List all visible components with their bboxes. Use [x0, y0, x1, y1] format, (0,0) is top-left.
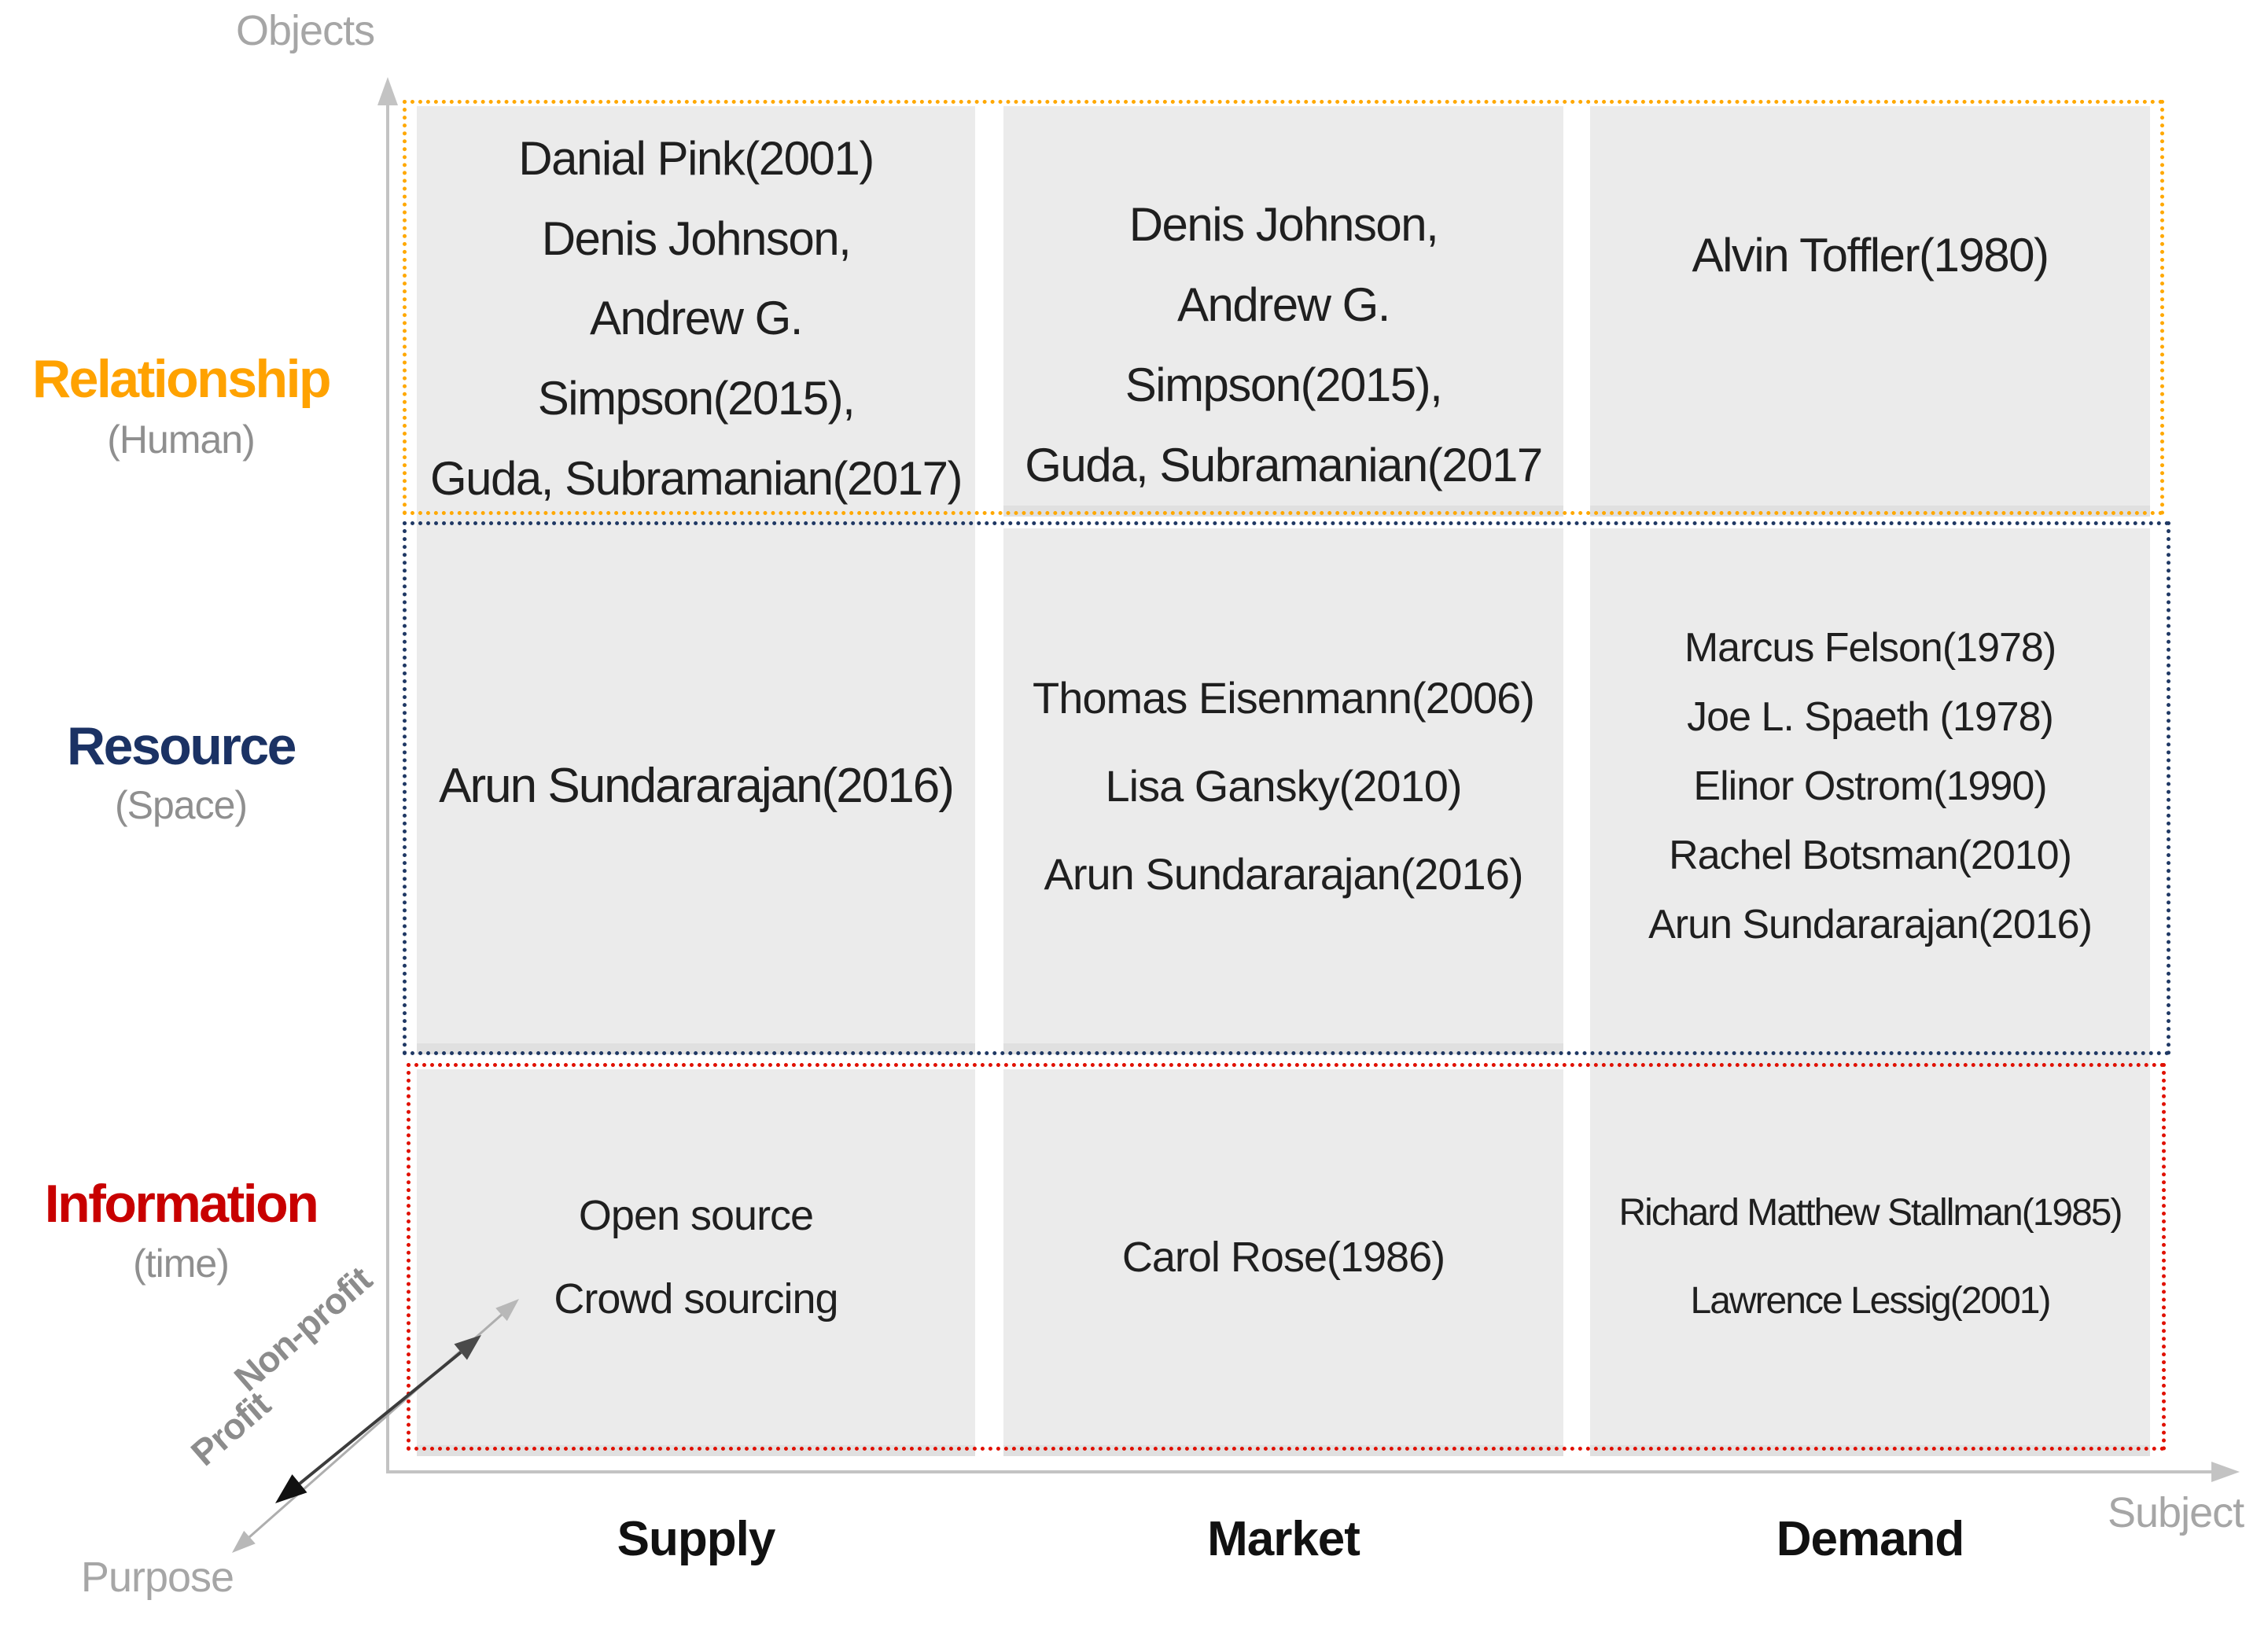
y-axis-arrow-icon: [377, 77, 398, 105]
citation: Guda, Subramanian(2017: [1025, 439, 1543, 491]
row-label-resource: Resource: [67, 716, 296, 776]
concept: Crowd sourcing: [554, 1275, 838, 1322]
purpose-axis-label: Purpose: [80, 1554, 234, 1601]
citation: Arun Sundararajan(2016): [1044, 848, 1524, 899]
column-label-market: Market: [1207, 1512, 1360, 1566]
citation: Marcus Felson(1978): [1684, 624, 2056, 671]
gray-arrowhead-icon: [495, 1299, 519, 1322]
citation: Denis Johnson,: [1128, 198, 1439, 251]
cell-resource-demand: Marcus Felson(1978) Joe L. Spaeth (1978)…: [1590, 528, 2150, 1149]
citation: Joe L. Spaeth (1978): [1687, 693, 2054, 740]
citation: Lawrence Lessig(2001): [1690, 1280, 2052, 1322]
citation: Arun Sundararajan(2016): [1648, 901, 2093, 947]
row-sublabel-time: (time): [133, 1242, 230, 1286]
citation: Thomas Eisenmann(2006): [1033, 672, 1535, 723]
x-axis-arrow-icon: [2211, 1462, 2240, 1482]
cell-information-market: Carol Rose(1986): [1003, 1069, 1563, 1456]
column-label-supply: Supply: [617, 1512, 776, 1566]
citation: Lisa Gansky(2010): [1105, 760, 1462, 811]
citation: Richard Matthew Stallman(1985): [1618, 1192, 2123, 1234]
column-label-demand: Demand: [1776, 1512, 1965, 1566]
y-axis-label: Objects: [236, 7, 375, 54]
citation: Arun Sundararajan(2016): [439, 759, 955, 813]
citation: Danial Pink(2001): [518, 132, 874, 186]
citation: Andrew G.: [590, 292, 803, 345]
cell-information-supply: Open source Crowd sourcing: [417, 1069, 975, 1456]
citation: Andrew G.: [1177, 278, 1390, 331]
gray-arrowhead-icon: [232, 1530, 256, 1553]
citation: Rachel Botsman(2010): [1669, 832, 2072, 878]
citation: Elinor Ostrom(1990): [1693, 763, 2047, 809]
black-arrowhead-icon: [275, 1474, 307, 1503]
x-axis-label: Subject: [2108, 1489, 2244, 1536]
dark-arrowhead-icon: [454, 1335, 481, 1360]
row-label-relationship: Relationship: [31, 349, 332, 409]
cell-relationship-market: Denis Johnson, Andrew G. Simpson(2015), …: [1003, 106, 1563, 517]
y-axis-line: [386, 102, 389, 1472]
cell-relationship-supply: Danial Pink(2001) Denis Johnson, Andrew …: [417, 106, 975, 542]
citation: Carol Rose(1986): [1121, 1234, 1445, 1281]
concept: Open source: [578, 1192, 814, 1239]
citation: Simpson(2015),: [537, 372, 856, 425]
citation: Alvin Toffler(1980): [1692, 228, 2049, 281]
citation: Denis Johnson,: [541, 212, 852, 265]
citation: Guda, Subramanian(2017): [430, 451, 963, 505]
row-sublabel-human: (Human): [107, 418, 255, 462]
row-sublabel-space: (Space): [114, 783, 248, 827]
cell-relationship-demand: Alvin Toffler(1980): [1590, 106, 2150, 517]
citation: Simpson(2015),: [1125, 359, 1443, 411]
cell-resource-supply: Arun Sundararajan(2016): [417, 528, 975, 1054]
cell-resource-market: Thomas Eisenmann(2006) Lisa Gansky(2010)…: [1003, 528, 1563, 1054]
purpose-axis-arrows: [232, 1299, 519, 1553]
x-axis-line: [386, 1470, 2214, 1473]
cell-information-demand: Richard Matthew Stallman(1985) Lawrence …: [1590, 1069, 2150, 1456]
row-label-information: Information: [44, 1174, 319, 1234]
